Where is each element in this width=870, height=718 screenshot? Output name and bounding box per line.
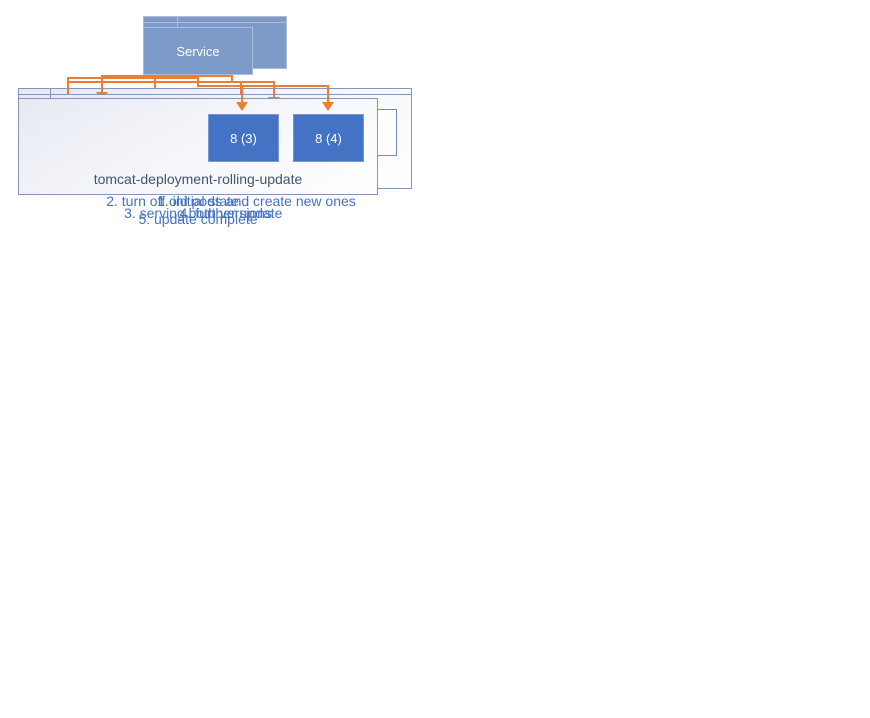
stage-update-complete: Service 8 (3) 8 (4) tomcat-deployment-ro…: [0, 0, 435, 240]
pod-label: 8 (4): [315, 130, 342, 146]
deployment-label: tomcat-deployment-rolling-update: [93, 171, 303, 187]
service-box: Service: [143, 27, 253, 75]
deployment-box: 8 (3) 8 (4) tomcat-deployment-rolling-up…: [18, 98, 378, 195]
service-label: Service: [176, 43, 220, 59]
pod-8-4: 8 (4): [293, 114, 364, 162]
stage-caption: 4. further update: [179, 205, 283, 221]
stage-caption: 1. initial state: [157, 193, 239, 209]
stage-caption: 3. serving both versions: [124, 205, 272, 221]
stage-caption: 5. update complete: [138, 211, 258, 227]
pod-label: 8 (3): [230, 130, 257, 146]
pod-8-3: 8 (3): [208, 114, 279, 162]
stage-caption: 2. turn off old pods and create new ones: [106, 193, 356, 209]
